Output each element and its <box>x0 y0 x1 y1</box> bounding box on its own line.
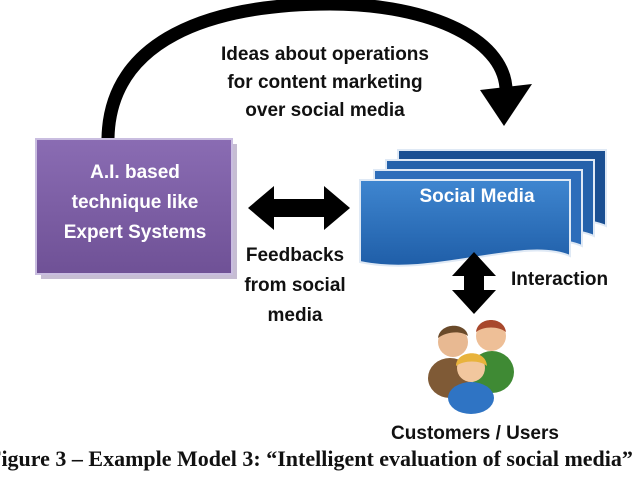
feedback-line-2: from social <box>244 275 346 296</box>
users-icon <box>428 320 514 414</box>
social-media-label: Social Media <box>419 186 535 207</box>
ai-box-label: A.I. based technique like Expert Systems <box>36 158 234 248</box>
interaction-double-arrow <box>452 252 496 314</box>
ideas-curved-arrow <box>101 0 532 145</box>
ideas-line-2: for content marketing <box>227 72 423 93</box>
feedback-label: Feedbacks from social media <box>220 241 370 331</box>
feedback-line-3: media <box>267 305 323 326</box>
ai-line-2: technique like <box>71 192 199 213</box>
social-media-stack <box>359 149 607 267</box>
ideas-line-3: over social media <box>245 100 405 121</box>
ai-expert-systems-box <box>35 138 237 279</box>
ideas-line-1: Ideas about operations <box>221 44 429 65</box>
figure-caption: Figure 3 – Example Model 3: “Intelligent… <box>0 446 633 471</box>
ai-line-1: A.I. based <box>90 162 180 183</box>
feedback-double-arrow <box>248 186 350 230</box>
figure-caption-strip: Figure 3 – Example Model 3: “Intelligent… <box>0 446 640 476</box>
customers-users-label: Customers / Users <box>391 423 559 444</box>
ideas-label: Ideas about operations for content marke… <box>150 41 500 125</box>
feedback-line-1: Feedbacks <box>245 245 345 266</box>
ai-line-3: Expert Systems <box>63 222 207 243</box>
interaction-label: Interaction <box>511 269 609 290</box>
